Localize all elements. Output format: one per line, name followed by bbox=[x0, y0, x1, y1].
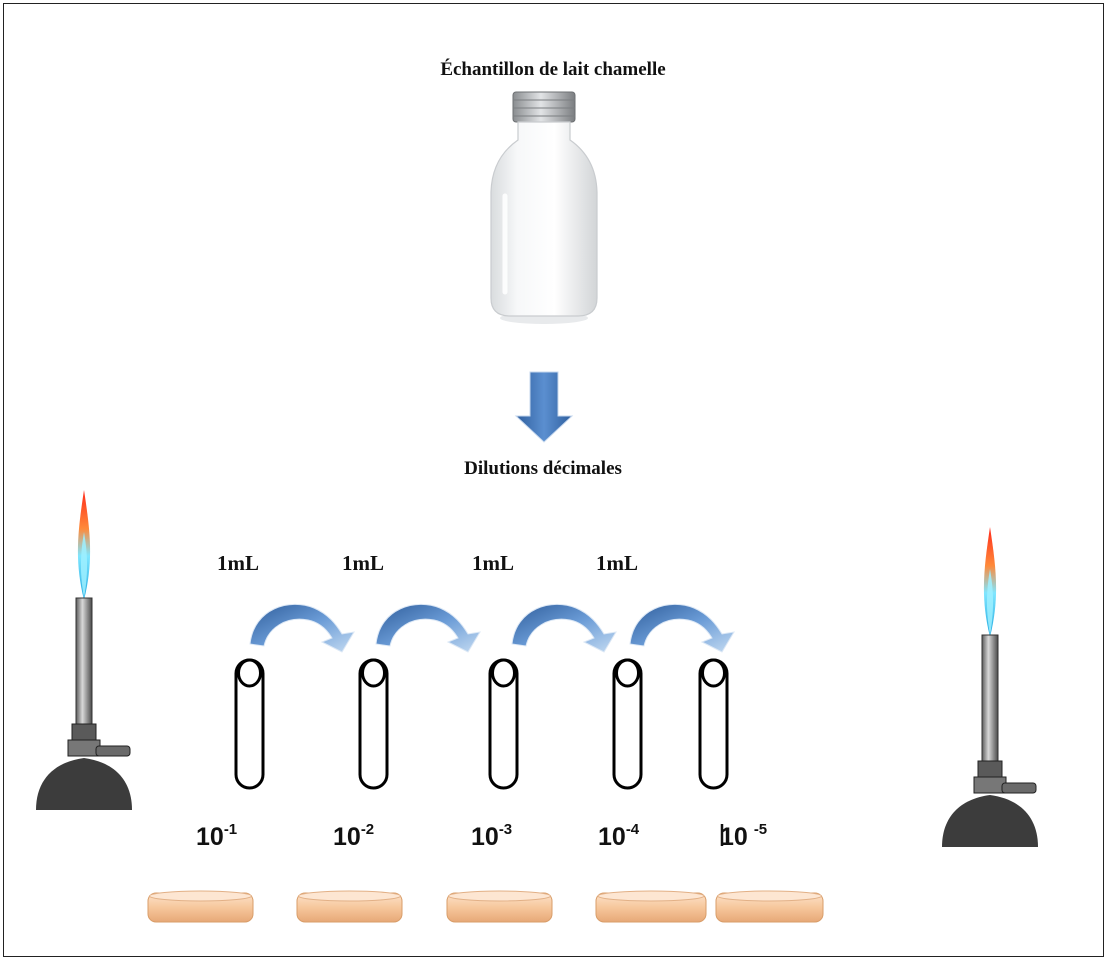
dilution-label-5: 10-5 bbox=[720, 821, 767, 851]
transfer-volume-2: 1mL bbox=[342, 551, 384, 575]
petri-dishes bbox=[147, 890, 824, 923]
test-tube-icon bbox=[612, 658, 643, 790]
curved-arrow-icon bbox=[629, 603, 735, 653]
test-tube-icon bbox=[698, 658, 729, 790]
sample-title: Échantillon de lait chamelle bbox=[440, 58, 665, 80]
petri-dish-icon bbox=[296, 890, 403, 923]
dilution-labels: 10-1 10-2 10-3 10-4 10-5 bbox=[196, 821, 767, 851]
transfer-volumes: 1mL 1mL 1mL 1mL bbox=[217, 551, 638, 575]
diagram-frame bbox=[3, 3, 1104, 957]
dilution-label-3: 10-3 bbox=[471, 821, 512, 851]
curved-arrow-icon bbox=[249, 603, 355, 653]
test-tube-icon bbox=[234, 658, 265, 790]
petri-dish-icon bbox=[147, 890, 254, 923]
bunsen-burner-icon bbox=[36, 490, 132, 810]
test-tubes bbox=[234, 658, 729, 790]
transfer-volume-3: 1mL bbox=[472, 551, 514, 575]
bunsen-burner-icon bbox=[942, 527, 1038, 847]
milk-bottle-icon bbox=[490, 91, 598, 324]
down-arrow-icon bbox=[514, 371, 574, 443]
curved-arrow-icon bbox=[375, 603, 481, 653]
dilution-label-1: 10-1 bbox=[196, 821, 237, 851]
transfer-volume-4: 1mL bbox=[596, 551, 638, 575]
test-tube-icon bbox=[358, 658, 389, 790]
dilution-title: Dilutions décimales bbox=[464, 458, 622, 479]
petri-dish-icon bbox=[595, 890, 707, 923]
test-tube-icon bbox=[488, 658, 519, 790]
transfer-volume-1: 1mL bbox=[217, 551, 259, 575]
curved-arrow-icon bbox=[511, 603, 617, 653]
petri-dish-icon bbox=[715, 890, 824, 923]
dilution-label-4: 10-4 bbox=[598, 821, 640, 851]
petri-dish-icon bbox=[446, 890, 553, 923]
dilution-label-2: 10-2 bbox=[333, 821, 374, 851]
transfer-arrows bbox=[249, 603, 735, 653]
